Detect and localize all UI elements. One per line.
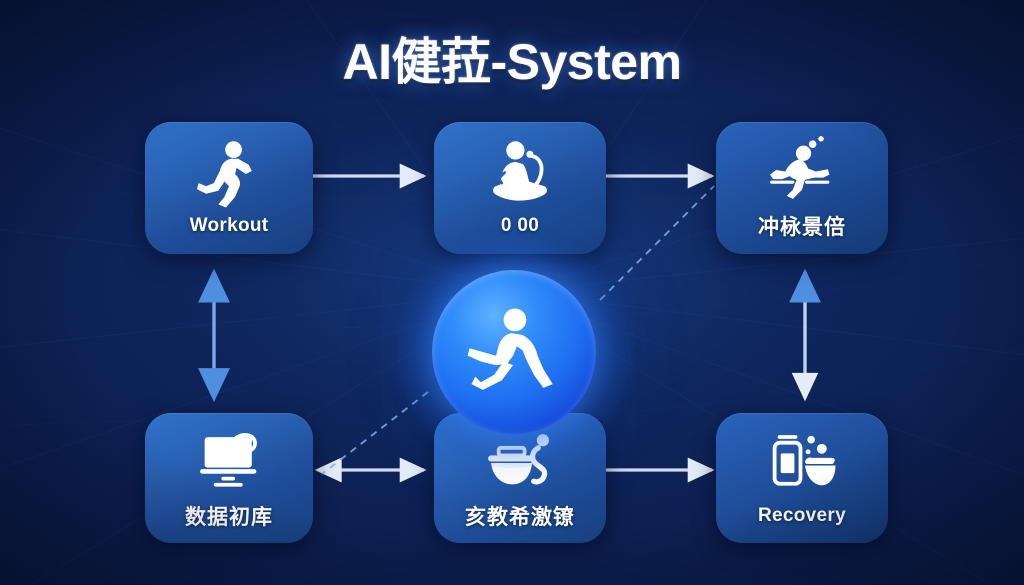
- monitor-display-icon: [200, 433, 257, 487]
- node-label: 冲栐景倍: [758, 215, 846, 239]
- node-label: 亥教希激镣: [465, 505, 575, 529]
- node-hydro[interactable]: 冲栐景倍: [716, 122, 888, 254]
- node-meditation[interactable]: 0 00: [434, 122, 606, 254]
- node-label: 0 00: [500, 215, 540, 236]
- node-label: Workout: [189, 215, 269, 236]
- node-workout[interactable]: Workout: [145, 122, 313, 254]
- node-label: Recovery: [758, 505, 846, 526]
- node-ai-core[interactable]: [432, 270, 596, 434]
- node-database[interactable]: 数据初库: [145, 413, 313, 543]
- connector-hub-to-database: [321, 391, 429, 475]
- seated-meditation-person-icon: [493, 141, 547, 201]
- running-stretch-person-icon: [467, 308, 553, 390]
- page-title: AI健菈-System: [342, 34, 682, 90]
- node-label: 数据初库: [185, 505, 273, 529]
- bottle-and-bowl-icon: [772, 435, 836, 486]
- swimming-person-bubbles-icon: [770, 136, 830, 199]
- connector-hub-to-hydro: [599, 185, 715, 301]
- node-recovery[interactable]: Recovery: [716, 413, 888, 543]
- running-person-icon: [197, 141, 252, 208]
- bowl-and-person-icon: [488, 434, 549, 485]
